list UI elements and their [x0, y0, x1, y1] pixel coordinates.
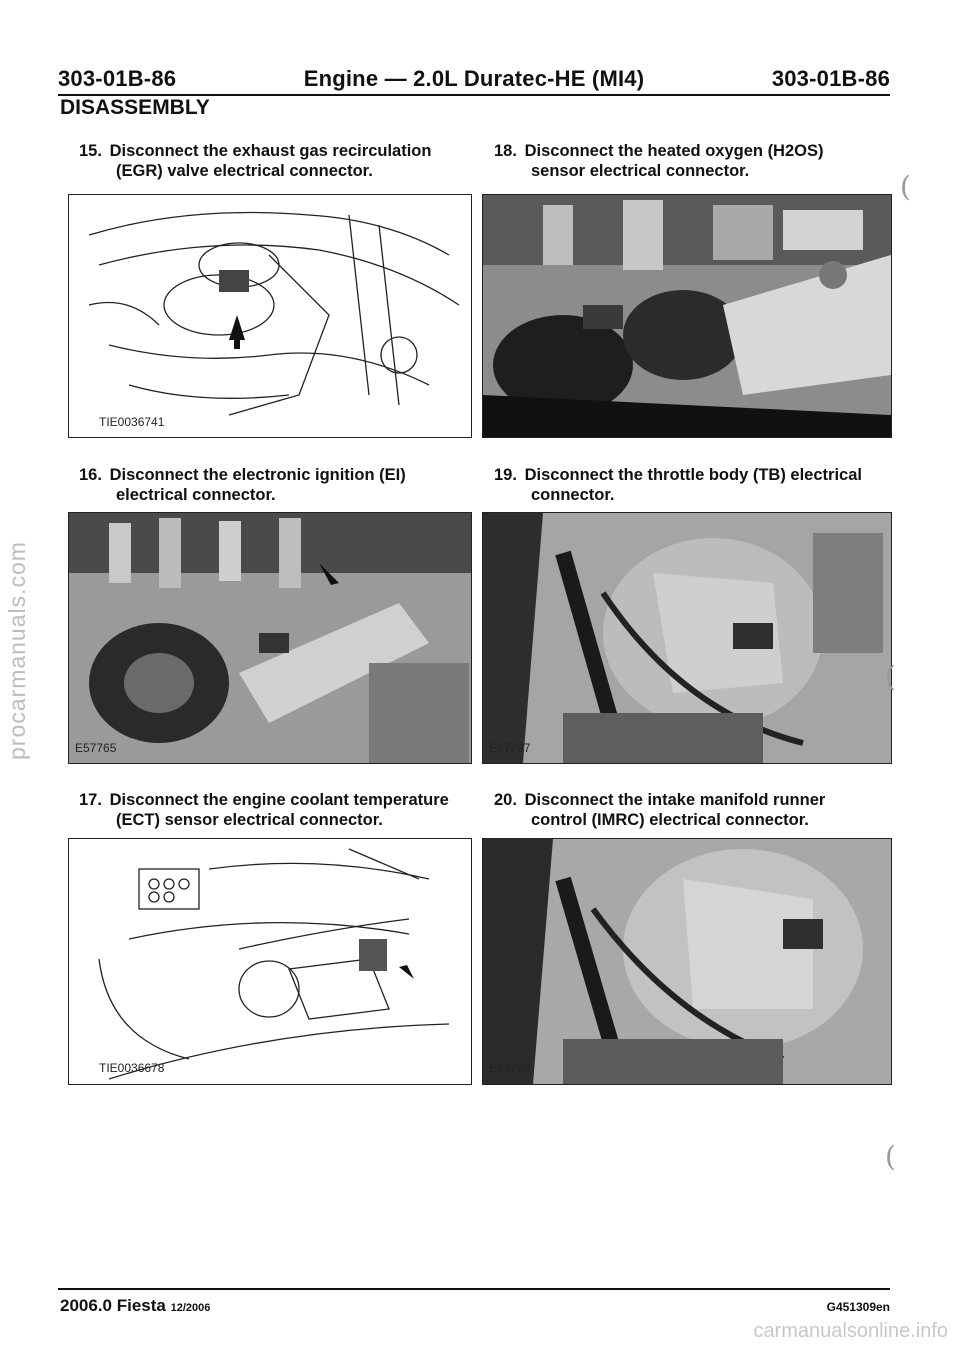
step-text: sensor electrical connector. [531, 162, 750, 180]
step-number: 20. [494, 791, 517, 809]
figure-imrc-connector: E57768 [482, 838, 892, 1085]
page-number-right: 303-01B-86 [771, 66, 890, 91]
figure-egr-connector: TIE0036741 [68, 194, 472, 438]
footer-model-name: 2006.0 Fiesta [60, 1296, 166, 1315]
page-title: Engine — 2.0L Duratec-HE (MI4) [303, 66, 645, 91]
step-text: Disconnect the exhaust gas recirculation [109, 142, 432, 160]
page-header: 303-01B-86 Engine — 2.0L Duratec-HE (MI4… [58, 66, 890, 94]
side-watermark: procarmanuals.com [4, 541, 30, 760]
header-rule [58, 94, 890, 96]
figure-label: TIE0036741 [99, 415, 165, 429]
step-17: 17. Disconnect the engine coolant temper… [79, 790, 479, 830]
step-text: Disconnect the heated oxygen (H2OS) [524, 142, 824, 160]
section-title: DISASSEMBLY [60, 96, 210, 119]
step-text: Disconnect the intake manifold runner [524, 791, 826, 809]
figure-label: TIE0036678 [99, 1061, 165, 1075]
scan-artifact-bracket: ( [885, 660, 896, 693]
footer-date: 12/2006 [170, 1302, 211, 1314]
figure-label: E57765 [75, 741, 117, 755]
step-text: control (IMRC) electrical connector. [531, 811, 809, 829]
scan-artifact-bracket: ( [885, 1140, 896, 1173]
step-number: 16. [79, 466, 102, 484]
step-15: 15. Disconnect the exhaust gas recircula… [79, 141, 479, 181]
scan-artifact-bracket: ( [900, 170, 911, 203]
page-number-left: 303-01B-86 [58, 66, 177, 91]
step-text: (ECT) sensor electrical connector. [116, 811, 383, 829]
figure-h2os-connector [482, 194, 892, 438]
footer-model: 2006.0 Fiesta 12/2006 [60, 1296, 210, 1316]
ect-line-drawing [98, 848, 450, 1080]
figure-ei-connector: E57765 [68, 512, 472, 764]
figure-label: E57768 [489, 1061, 531, 1075]
step-text: connector. [531, 486, 615, 504]
footer-rule [58, 1288, 890, 1290]
tb-photo [483, 513, 891, 763]
step-number: 19. [494, 466, 517, 484]
footer-doc-code: G451309en [826, 1300, 890, 1314]
step-19: 19. Disconnect the throttle body (TB) el… [494, 465, 894, 505]
egr-line-drawing [88, 211, 460, 416]
step-number: 17. [79, 791, 102, 809]
figure-label: E57767 [489, 741, 531, 755]
step-20: 20. Disconnect the intake manifold runne… [494, 790, 894, 830]
step-18: 18. Disconnect the heated oxygen (H2OS) … [494, 141, 894, 181]
step-16: 16. Disconnect the electronic ignition (… [79, 465, 479, 505]
step-text: (EGR) valve electrical connector. [116, 162, 373, 180]
ei-photo [69, 513, 471, 763]
step-text: electrical connector. [116, 486, 276, 504]
step-text: Disconnect the throttle body (TB) electr… [524, 466, 862, 484]
figure-tb-connector: E57767 [482, 512, 892, 764]
step-number: 15. [79, 142, 102, 160]
step-text: Disconnect the engine coolant temperatur… [109, 791, 449, 809]
step-text: Disconnect the electronic ignition (EI) [109, 466, 406, 484]
footer-site-watermark: carmanualsonline.info [753, 1320, 948, 1342]
h2os-photo [483, 195, 891, 437]
imrc-photo [483, 839, 891, 1084]
step-number: 18. [494, 142, 517, 160]
figure-ect-connector: TIE0036678 [68, 838, 472, 1085]
